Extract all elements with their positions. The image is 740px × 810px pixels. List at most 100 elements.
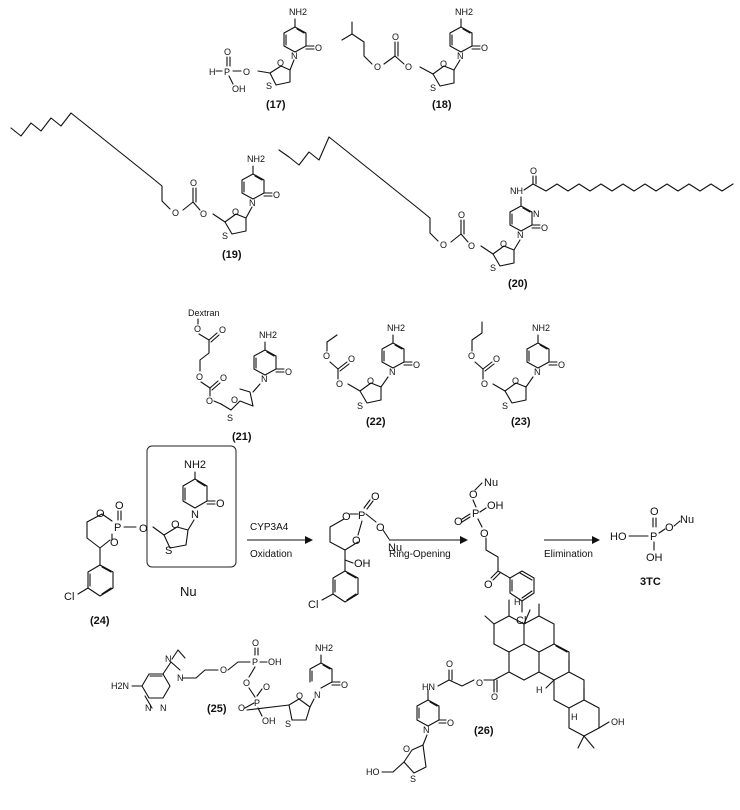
c25-s: S — [285, 719, 291, 729]
c22-n: N — [389, 367, 396, 377]
c19-nh2: NH2 — [247, 154, 265, 164]
c21-o-extra: O — [220, 373, 227, 383]
int2-oh: OH — [487, 500, 504, 512]
c25-oh1: OH — [268, 657, 282, 667]
c24-o-p: O — [115, 500, 124, 512]
int1-cl: Cl — [308, 599, 318, 611]
c24-o-r2: O — [110, 537, 119, 549]
c26-h3: H — [571, 712, 578, 722]
int1-o1: O — [342, 511, 351, 523]
int2-nu: Nu — [484, 477, 498, 489]
c17-o-ring: O — [277, 58, 284, 68]
c22-o2: O — [348, 354, 355, 364]
c23-oxo: O — [558, 360, 565, 370]
c17-s: S — [266, 81, 272, 91]
c21-o4: O — [194, 324, 201, 334]
c19-o2: O — [190, 178, 197, 188]
c17-oh: OH — [232, 84, 246, 94]
c26-h1: H — [514, 597, 521, 607]
prod-o-top: O — [650, 506, 659, 518]
c25-p1: P — [252, 657, 258, 667]
c26-oh: OH — [611, 717, 625, 727]
c24-s: S — [165, 545, 172, 557]
c25-o-p2: O — [263, 682, 270, 692]
c21-label: (21) — [232, 431, 252, 443]
c24-oxo: O — [216, 498, 225, 510]
c25-o-link: O — [238, 703, 245, 713]
c23-n: N — [534, 367, 541, 377]
c23-s: S — [502, 401, 508, 411]
c26-label: (26) — [474, 725, 494, 737]
c17-o-p: O — [224, 47, 231, 57]
c22-label: (22) — [366, 416, 386, 428]
int1-oh: OH — [354, 558, 371, 570]
c24-o-r1: O — [96, 508, 105, 520]
step2-label: Ring-Opening — [389, 549, 451, 560]
c24-nh2: NH2 — [184, 459, 206, 471]
c26-carbonyl-o: O — [491, 692, 498, 702]
c25-n5: N — [314, 690, 321, 700]
c18-nh2: NH2 — [455, 7, 473, 17]
c23-label: (23) — [511, 416, 531, 428]
c21-n: N — [261, 374, 268, 384]
compound-23: NH2 O N O S O O O (23) — [468, 321, 565, 428]
c20-nh: NH — [510, 186, 523, 196]
compound-24: NH2 O N O S O P O O O Cl Nu (24) — [64, 445, 237, 627]
c20-o-ring: O — [500, 239, 507, 249]
c21-o1: O — [206, 396, 213, 406]
c21-o3: O — [219, 325, 226, 335]
c25-n1: N — [145, 703, 152, 713]
c21-dextran: Dextran — [188, 308, 220, 318]
c24-o-ring: O — [171, 519, 180, 531]
step1-top-label: CYP3A4 — [250, 522, 289, 533]
c25-o-bridge: O — [243, 678, 250, 688]
c19-o-ring: O — [232, 207, 239, 217]
c26-n: N — [423, 725, 430, 735]
prod-oh: OH — [646, 552, 663, 564]
c25-n2: N — [160, 703, 167, 713]
c17-o-link: O — [243, 67, 250, 77]
step3-label: Elimination — [544, 549, 593, 560]
compound-19: NH2 O N O S O O O (19) — [10, 112, 280, 261]
c21-oxo: O — [285, 367, 292, 377]
c22-oxo: O — [413, 360, 420, 370]
c25-n3: N — [165, 654, 172, 664]
c18-oxo: O — [481, 43, 488, 53]
c18-s: S — [430, 83, 436, 93]
c22-o3: O — [323, 351, 330, 361]
compound-17: NH2 O N O S O P O H OH (17) — [209, 7, 322, 111]
c20-n2: N — [533, 209, 540, 219]
c20-n: N — [517, 230, 524, 240]
int1-o4: O — [376, 522, 385, 534]
int2-cl: Cl — [516, 615, 526, 627]
c24-cl: Cl — [64, 591, 74, 603]
c25-h2n: H2N — [111, 681, 129, 691]
c24-o-link: O — [139, 523, 148, 535]
c26-ester-o: O — [476, 678, 483, 688]
nu-label: Nu — [180, 584, 197, 599]
c17-oxo: O — [315, 43, 322, 53]
int1-nu: Nu — [388, 542, 402, 554]
c25-label: (25) — [207, 703, 227, 715]
c25-o-p1: O — [252, 638, 259, 648]
c26-ho: HO — [366, 767, 380, 777]
compound-26: HN O O O OH H H H O N O S HO (26) — [366, 597, 625, 784]
c25-o1: O — [220, 665, 227, 675]
int2-o2: O — [454, 516, 463, 528]
product-3tc: O HO P O Nu OH 3TC — [610, 506, 694, 588]
int1-o2: O — [371, 491, 380, 503]
c17-label: (17) — [266, 99, 286, 111]
c26-o-ring: O — [403, 744, 410, 754]
c17-p: P — [224, 67, 230, 77]
arrow-ring-opening: Ring-Opening — [389, 536, 468, 560]
c26-amide-o: O — [446, 659, 453, 669]
c20-o1: O — [468, 241, 475, 251]
c23-o3: O — [468, 351, 475, 361]
c21-o-ring: O — [231, 395, 238, 405]
c20-label: (20) — [508, 278, 528, 290]
nu-highlight-box — [146, 445, 237, 568]
c19-n: N — [249, 198, 256, 208]
c21-o2: O — [196, 372, 203, 382]
prod-nu: Nu — [680, 514, 694, 526]
